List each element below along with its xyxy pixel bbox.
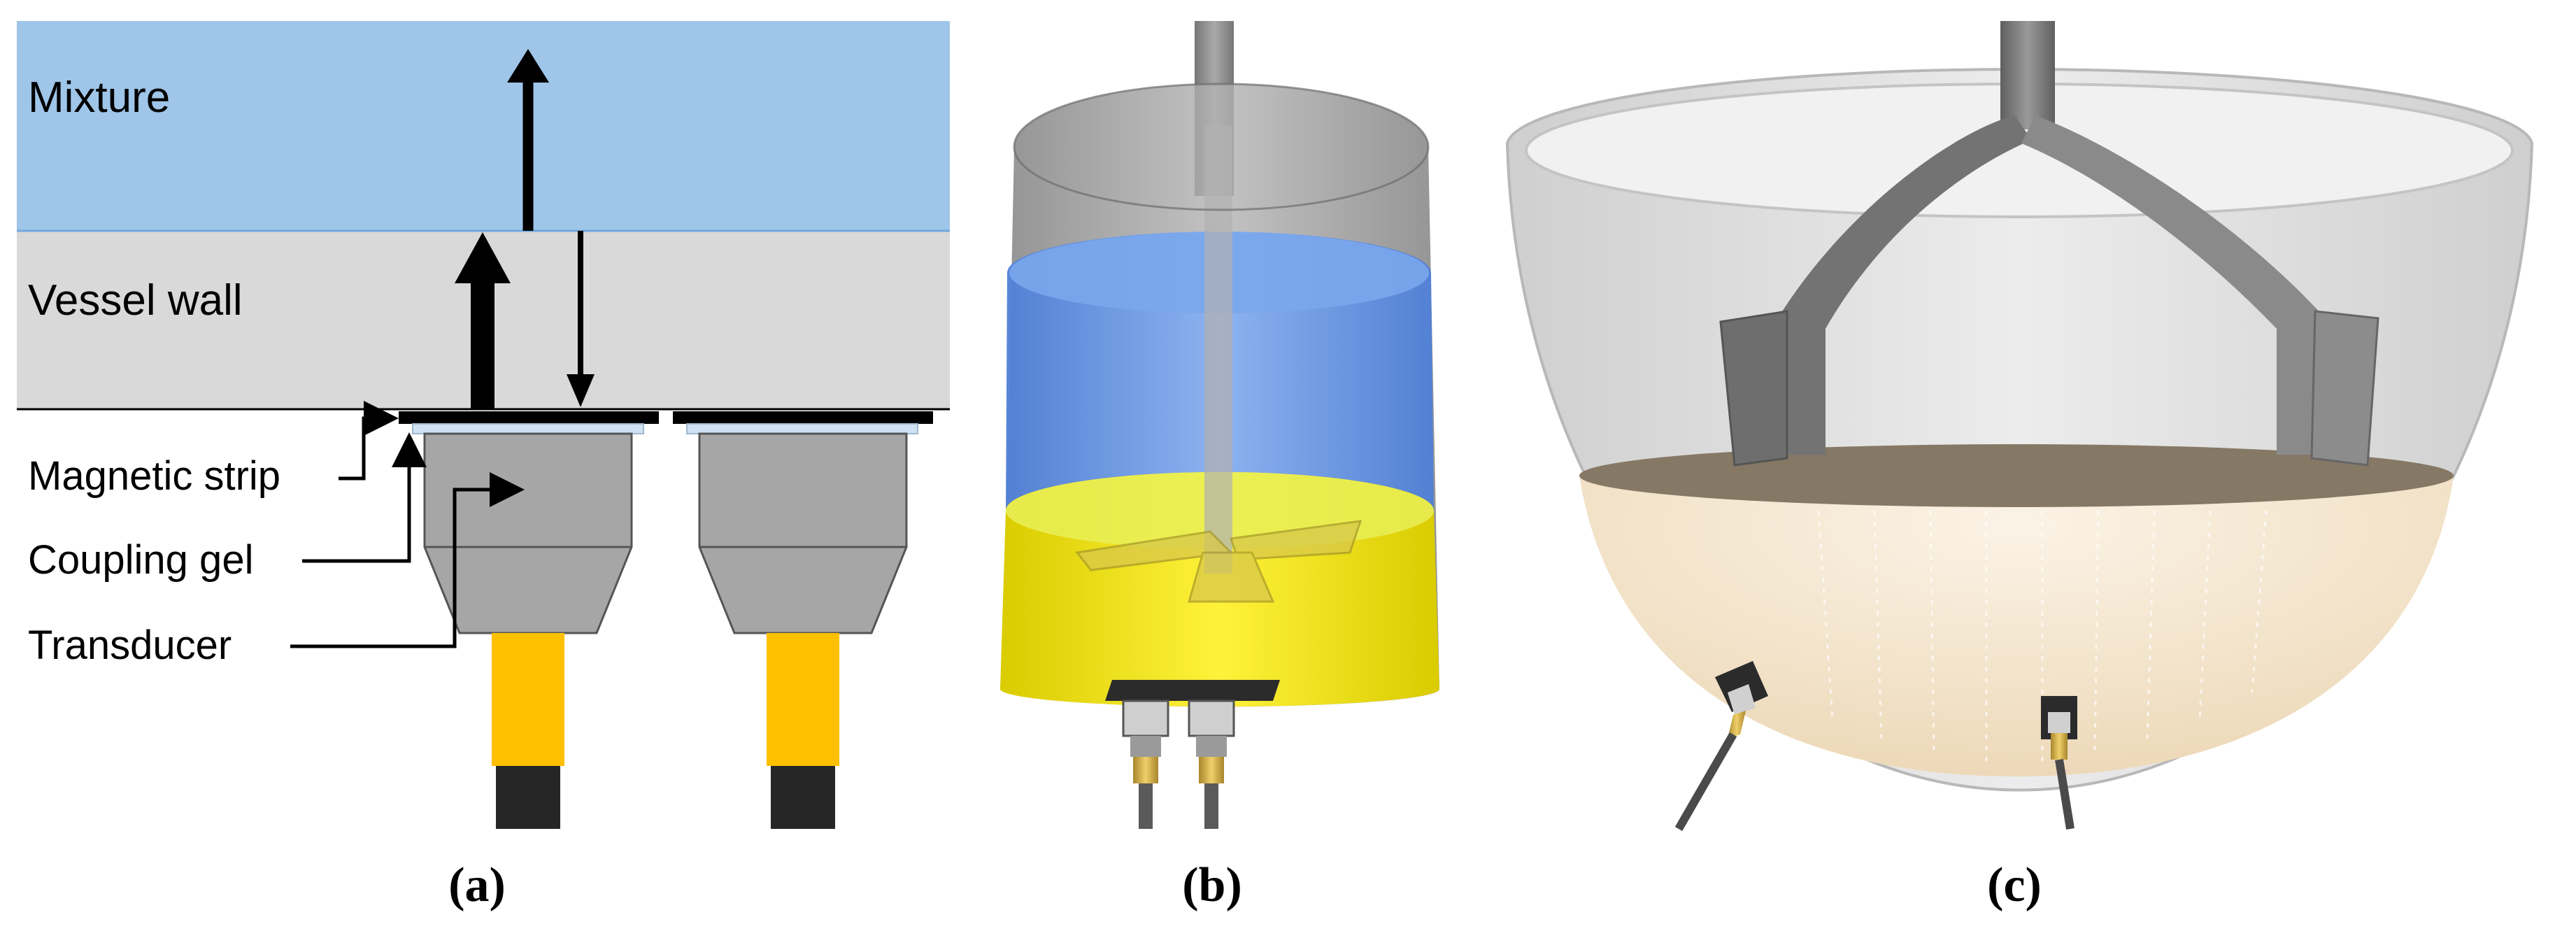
magnetic-strip-label: Magnetic strip: [28, 453, 280, 499]
transducer-body: [698, 432, 908, 634]
sensor-left: [1674, 661, 1768, 832]
connector: [767, 633, 839, 766]
stirrer-arm-right: [2021, 115, 2322, 455]
mixture-label: Mixture: [28, 73, 170, 122]
sensor-right: [1188, 699, 1235, 829]
transducer-leader: [290, 472, 525, 648]
liquid-surface: [1579, 444, 2454, 507]
cable: [771, 766, 835, 829]
vessel-wall-label: Vessel wall: [28, 276, 243, 325]
vessel-rim: [1013, 83, 1430, 211]
light-streaks: [1817, 510, 2268, 762]
liquid-body: [1579, 444, 2454, 776]
caption-a: (a): [448, 858, 506, 912]
transducer-left: [399, 411, 659, 829]
coupling-gel: [412, 423, 644, 434]
paddle-left: [1719, 310, 1788, 467]
impeller: [1075, 520, 1362, 603]
transmitted-wave-arrow: [507, 49, 549, 231]
stirrer-shaft: [1204, 126, 1232, 574]
stirrer-arm-left: [1780, 115, 2032, 455]
magnetic-strip: [399, 411, 659, 424]
coupling-gel: [686, 423, 918, 434]
connector: [492, 633, 564, 766]
coupling-gel-leader: [302, 432, 427, 563]
sensor-left: [1122, 699, 1169, 829]
caption-c: (c): [1987, 858, 2042, 912]
transducer-label: Transducer: [28, 623, 232, 668]
coupling-gel-label: Coupling gel: [28, 537, 253, 583]
panel-c: (c): [1505, 21, 2534, 912]
caption-b: (b): [1182, 858, 1242, 912]
sensor-right: [2041, 696, 2077, 830]
cable: [496, 766, 560, 829]
paddle-right: [2310, 310, 2379, 467]
panel-b: (b): [1000, 21, 1439, 912]
panel-a: Mixture Vessel wall: [17, 21, 950, 912]
mixture-layer: [17, 21, 950, 231]
magnetic-strip-leader: [339, 401, 399, 481]
reflected-wave-arrow: [567, 231, 595, 407]
stirrer-pipe: [2000, 21, 2055, 129]
sensor-mount-plate: [1105, 680, 1280, 701]
magnetic-strip: [673, 411, 933, 424]
transducer-right: [673, 411, 933, 829]
incident-wave-arrow: [455, 232, 511, 409]
